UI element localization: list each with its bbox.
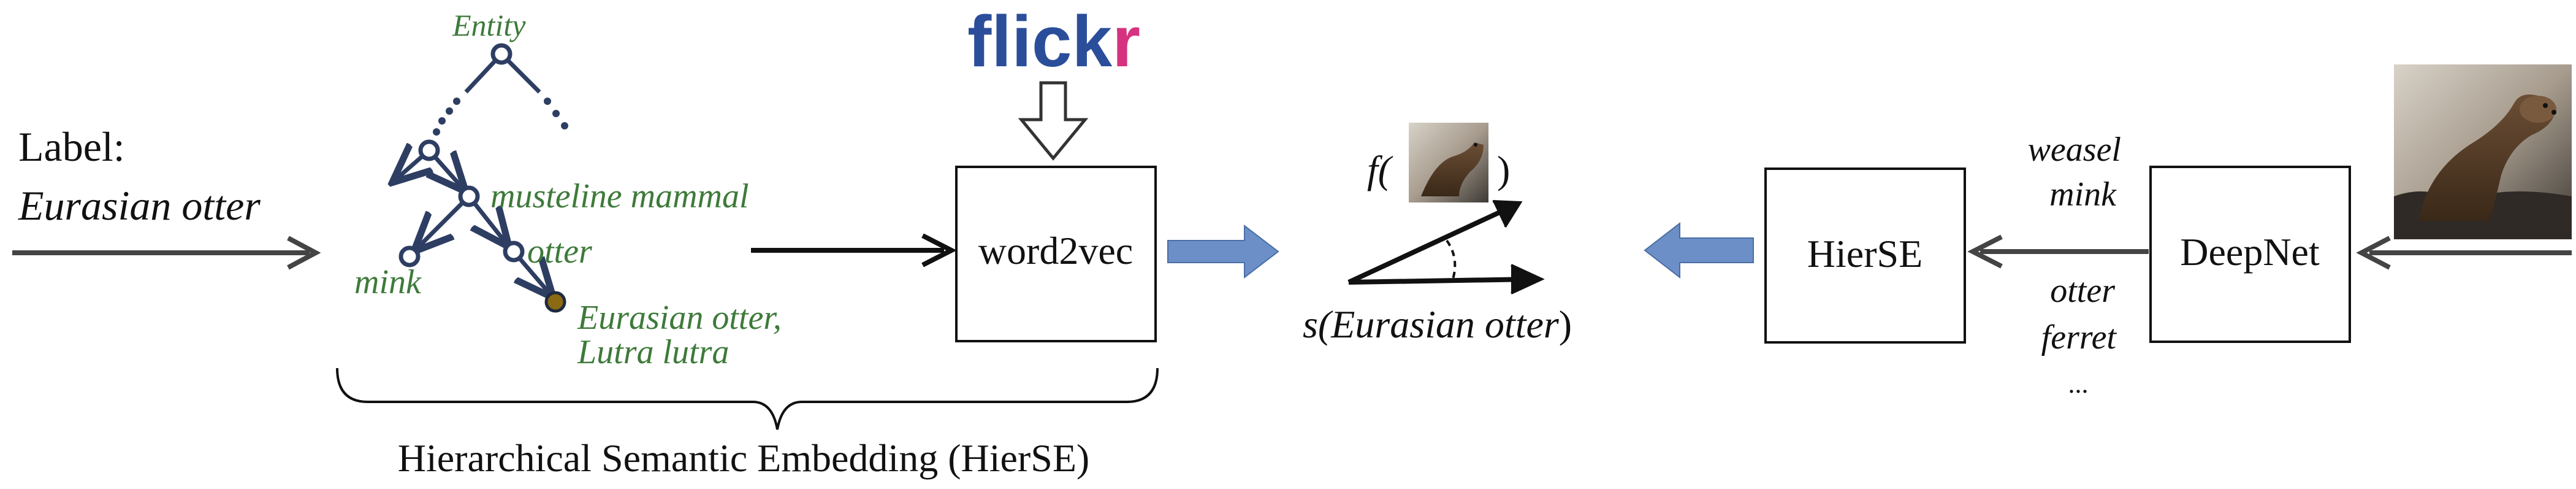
hierse-box — [1764, 167, 1966, 344]
tree-label-musteline: musteline mammal — [490, 177, 749, 215]
f-prefix: f( — [1367, 148, 1393, 191]
flickr-logo: flickr — [967, 1, 1140, 82]
caption: Hierarchical Semantic Embedding (HierSE) — [398, 436, 1089, 480]
flickr-logo-part2: r — [1112, 1, 1140, 82]
tree-node-entity — [490, 43, 513, 65]
tree-to-word2vec-arrow — [751, 233, 957, 268]
word2vec-label: word2vec — [978, 229, 1133, 272]
tree-label-mink: mink — [354, 263, 422, 301]
prediction-mink: mink — [2049, 175, 2117, 214]
otter-photo — [2394, 64, 2572, 239]
tree-node-musteline — [458, 185, 480, 207]
prediction-otter: otter — [2050, 272, 2115, 310]
hierse-output-arrow — [1644, 221, 1754, 279]
tree-label-leaf-line1: Eurasian otter, — [577, 299, 782, 337]
tree-ellipsis-right — [544, 98, 568, 129]
deepnet-box — [2149, 166, 2351, 343]
f-suffix: ) — [1497, 148, 1510, 191]
wordnet-tree — [395, 43, 568, 313]
input-arrow — [12, 236, 321, 270]
otter-thumbnail-small — [1409, 123, 1488, 202]
deepnet-to-hierse-arrow — [1967, 234, 2149, 269]
label-prefix: Label: — [18, 123, 125, 170]
tree-node-eurasian-otter — [544, 291, 566, 313]
label-value: Eurasian otter — [18, 182, 261, 229]
tree-node-otter — [503, 241, 525, 263]
tree-label-entity: Entity — [452, 8, 526, 42]
prediction-ellipsis: ... — [2068, 369, 2089, 399]
s-suffix: ) — [1559, 302, 1572, 346]
s-prefix: s( — [1303, 302, 1333, 346]
deepnet-label: DeepNet — [2180, 230, 2320, 274]
tree-node-intermediate — [418, 139, 440, 161]
caption-brace — [336, 368, 1159, 430]
word2vec-output-arrow — [1167, 224, 1279, 279]
tree-label-leaf-line2: Lutra lutra — [577, 333, 729, 371]
embedding-vectors — [1347, 200, 1545, 295]
tree-ellipsis-mid — [433, 128, 440, 136]
prediction-ferret: ferret — [2041, 318, 2117, 356]
s-value: Eurasian otter — [1330, 302, 1560, 346]
hierse-label: HierSE — [1807, 232, 1922, 275]
flickr-logo-part1: flick — [967, 1, 1112, 82]
word2vec-box — [955, 166, 1157, 342]
tree-label-otter: otter — [527, 233, 592, 271]
tree-node-mink — [398, 245, 421, 268]
s-expression: s(Eurasian otter) — [1303, 302, 1572, 346]
image-input-arrow — [2356, 236, 2572, 270]
flickr-input-arrow — [1018, 81, 1089, 161]
tree-ellipsis-left — [438, 98, 460, 125]
angle-arc — [1446, 239, 1457, 280]
prediction-weasel: weasel — [2028, 131, 2121, 169]
